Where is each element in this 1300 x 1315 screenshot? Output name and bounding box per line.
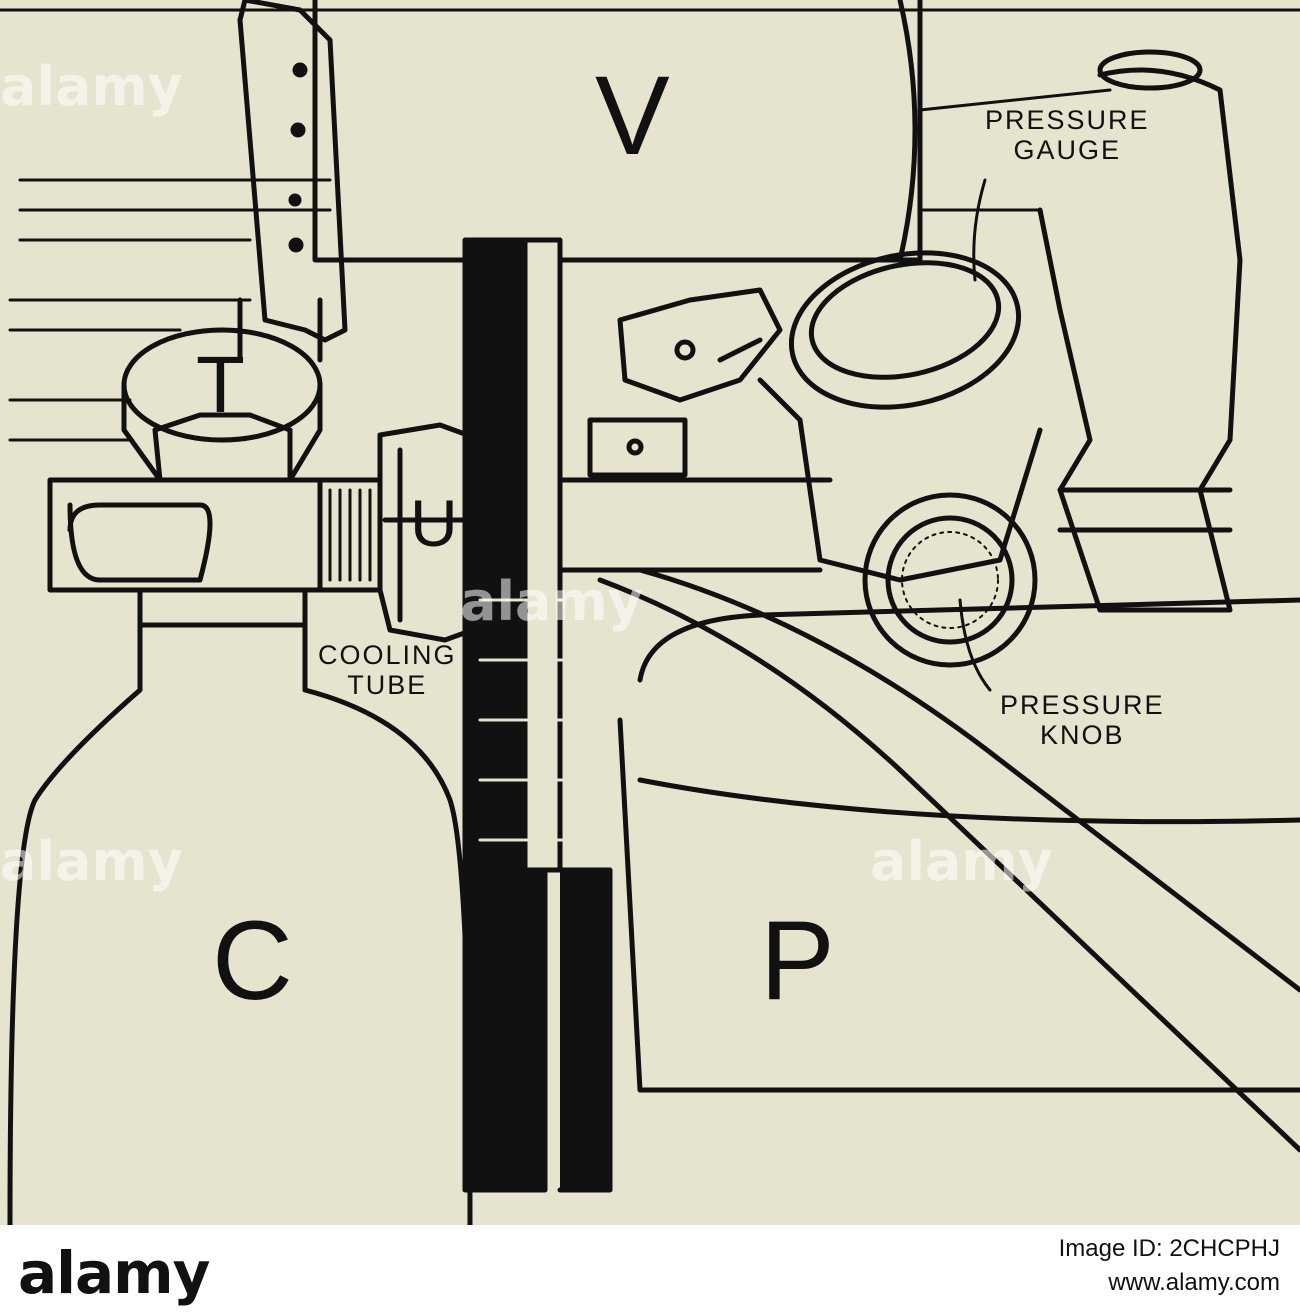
label-pressure-gauge: PRESSURE GAUGE (985, 105, 1150, 165)
label-pressure-knob: PRESSURE KNOB (1000, 690, 1165, 750)
container-p (617, 597, 1300, 1093)
pressure-knob (862, 492, 1038, 668)
label-p: P (760, 898, 835, 1023)
stock-footer: alamy Image ID: 2CHCPHJ www.alamy.com (0, 1225, 1300, 1315)
label-c: C (212, 898, 293, 1023)
site-url: www.alamy.com (1108, 1269, 1280, 1296)
alamy-logo: alamy (18, 1239, 210, 1307)
label-u: U (410, 486, 458, 560)
vessel-v (312, 0, 923, 263)
cooling-tube (462, 237, 613, 1193)
watermark: alamy (870, 830, 1053, 893)
label-cooling-tube: COOLING TUBE (318, 640, 457, 700)
label-t: T (196, 340, 245, 429)
watermark: alamy (0, 830, 183, 893)
watermark: alamy (0, 55, 183, 118)
label-v: V (595, 53, 670, 178)
pressure-gauge (717, 250, 1043, 583)
image-id: Image ID: 2CHCPHJ (1058, 1235, 1280, 1262)
technical-illustration: V T U C P PRESSURE GAUGE COOLING TUBE PR… (0, 0, 1300, 1225)
watermark: alamy (460, 570, 643, 633)
apparatus-drawing (0, 0, 1300, 1225)
